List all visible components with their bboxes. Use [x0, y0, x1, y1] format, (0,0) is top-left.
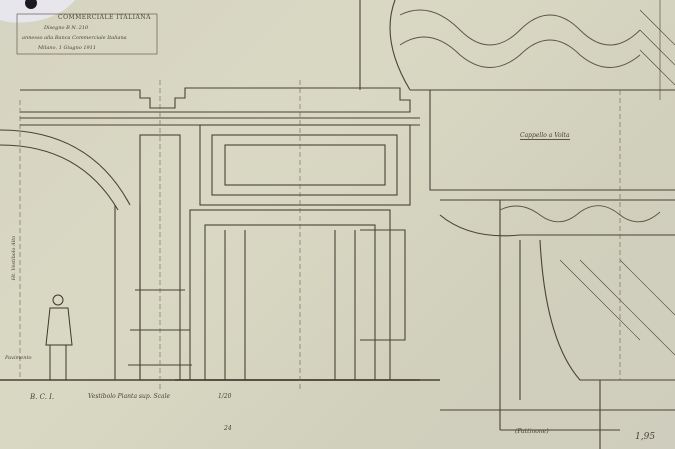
- vertical-label: Ht. Vestibolo Alto: [11, 235, 18, 281]
- left-note: Pavimento: [5, 355, 32, 361]
- door-frame: [189, 209, 391, 381]
- caption-scale: 1/20: [218, 393, 232, 400]
- title-block-frame: [16, 13, 158, 55]
- cupola-label: Cappello a Volta: [520, 132, 570, 140]
- ornament-frieze: [399, 9, 661, 223]
- profile-curve: [519, 239, 675, 400]
- title-line-2: annesso alla Banca Commerciale Italiana: [22, 35, 127, 41]
- capital-section: [410, 89, 675, 191]
- dimension-label: 1,95: [635, 432, 656, 442]
- background-wall: [0, 0, 75, 23]
- human-figure: [45, 294, 73, 380]
- title-line-3: Milano, 1 Giugno 1911: [38, 45, 97, 51]
- bottom-right-label: (Pattinone): [515, 428, 549, 435]
- page-mark: 24: [224, 425, 232, 432]
- arch: [0, 129, 131, 211]
- title-heading: COMMERCIALE ITALIANA: [58, 14, 151, 21]
- pin-head: [25, 0, 37, 9]
- cornice: [20, 87, 411, 113]
- upper-panel: [199, 124, 411, 206]
- caption-text: Vestibolo Pianta sup. Scale: [88, 393, 171, 400]
- caption-code: B. C. I.: [30, 393, 55, 401]
- title-line-1: Disegno B N. 210: [44, 25, 89, 31]
